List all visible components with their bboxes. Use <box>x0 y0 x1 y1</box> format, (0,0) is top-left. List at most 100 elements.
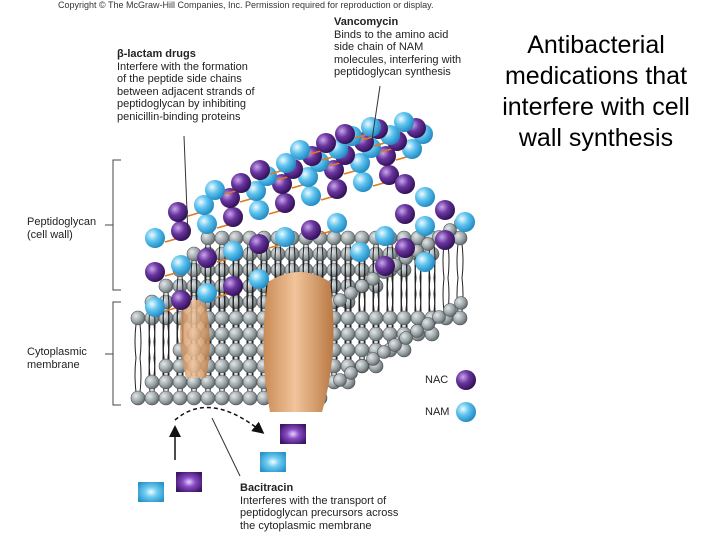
nac-molecule <box>301 220 321 240</box>
lipid-head <box>354 310 370 326</box>
lipid-head <box>340 342 356 358</box>
lipid-head <box>354 342 370 358</box>
lipid-head <box>242 310 258 326</box>
lipid-head <box>396 310 412 326</box>
lipid-head <box>214 262 230 278</box>
vancomycin-leader <box>371 85 381 141</box>
nac-molecule <box>223 207 243 227</box>
nam-molecule <box>455 212 475 232</box>
lipid-head <box>242 358 258 374</box>
lipid-head <box>242 390 258 406</box>
nam-molecule <box>249 200 269 220</box>
lipid-head <box>214 358 230 374</box>
lipid-tail <box>148 323 156 359</box>
lipid-head <box>340 262 356 278</box>
lipid-head <box>228 294 244 310</box>
brackets <box>105 159 121 406</box>
nac-molecule <box>250 160 270 180</box>
lipid-head <box>270 246 286 262</box>
lipid-head <box>242 374 258 390</box>
beta-lactam-line: Interfere with the formation <box>117 60 248 73</box>
lipid-tail <box>386 293 394 329</box>
lipid-tail <box>148 357 156 393</box>
bacitracin-leader <box>211 417 241 477</box>
cytoplasmic-line: Cytoplasmic <box>27 346 87 358</box>
lipid-head <box>228 390 244 406</box>
protein-channels <box>180 272 334 412</box>
lipid-tail <box>274 243 282 279</box>
vancomycin-heading: Vancomycin <box>334 16 399 28</box>
lipid-head <box>326 246 342 262</box>
protein-channel-large <box>263 272 334 412</box>
nac-molecule <box>249 234 269 254</box>
lipid-head <box>172 390 188 406</box>
nac-molecule <box>395 174 415 194</box>
peptidoglycan-line: Peptidoglycan <box>27 216 97 228</box>
nam-molecule <box>327 213 347 233</box>
nam-molecule <box>415 187 435 207</box>
copyright-notice: Copyright © The McGraw-Hill Companies, I… <box>58 0 434 10</box>
nac-molecule <box>145 262 165 282</box>
precursor-nam-square <box>260 452 286 472</box>
lipid-head <box>284 246 300 262</box>
nam-molecule <box>415 252 435 272</box>
vancomycin-line: Binds to the amino acid <box>334 28 449 41</box>
nam-molecule <box>197 283 217 303</box>
nac-molecule <box>324 160 344 180</box>
lipid-head <box>382 310 398 326</box>
lipid-tail <box>246 293 254 329</box>
lipid-head <box>228 310 244 326</box>
lipid-head <box>443 303 457 317</box>
nac-molecule <box>335 124 355 144</box>
lipid-head <box>421 237 435 251</box>
arrow-curved-dashed <box>174 406 265 434</box>
lipid-head <box>130 390 146 406</box>
lipid-tail <box>456 243 464 279</box>
bacitracin-line: Interferes with the transport of <box>240 494 387 507</box>
nac-molecule <box>272 174 292 194</box>
precursor-nac-square <box>280 424 306 444</box>
lipid-head <box>344 286 358 300</box>
lipid-tail <box>330 259 338 295</box>
nam-molecule <box>361 117 381 137</box>
lipid-tail <box>358 293 366 329</box>
leader-lines <box>183 85 381 477</box>
nam-molecule <box>194 195 214 215</box>
lipid-head <box>200 390 216 406</box>
nac-molecule <box>171 221 191 241</box>
legend-nac-dot <box>456 370 476 390</box>
lipid-tail <box>400 293 408 329</box>
lipid-tail <box>134 357 142 393</box>
lipid-tail <box>372 293 380 329</box>
nac-molecule <box>197 248 217 268</box>
lipid-head <box>410 324 424 338</box>
cytoplasmic-membrane-label: Cytoplasmic membrane <box>27 346 117 371</box>
nam-molecule <box>290 140 310 160</box>
lipid-head <box>432 310 446 324</box>
beta-lactam-line: of the peptide side chains <box>117 73 242 85</box>
lipid-head <box>228 342 244 358</box>
lipid-head <box>326 262 342 278</box>
transport-arrows <box>169 406 265 460</box>
nam-molecule <box>171 255 191 275</box>
lipid-head <box>368 310 384 326</box>
lipid-tail <box>400 277 408 313</box>
vancomycin-line: side chain of NAM <box>334 41 424 53</box>
nam-molecule <box>249 269 269 289</box>
bacitracin-line: peptidoglycan precursors across <box>240 507 399 519</box>
bacitracin-label: Bacitracin Interferes with the transport… <box>240 482 440 532</box>
nam-molecule <box>275 227 295 247</box>
lipid-tail <box>316 243 324 279</box>
bacitracin-heading: Bacitracin <box>240 482 294 494</box>
lipid-head <box>354 326 370 342</box>
lipid-head <box>214 326 230 342</box>
nac-molecule <box>275 193 295 213</box>
lipid-tail <box>190 259 198 295</box>
lipid-head <box>214 342 230 358</box>
nam-molecule <box>246 181 266 201</box>
lipid-tail <box>386 277 394 313</box>
nac-molecule <box>231 173 251 193</box>
nac-molecule <box>395 204 415 224</box>
nac-molecule <box>435 230 455 250</box>
lipid-tail <box>330 243 338 279</box>
